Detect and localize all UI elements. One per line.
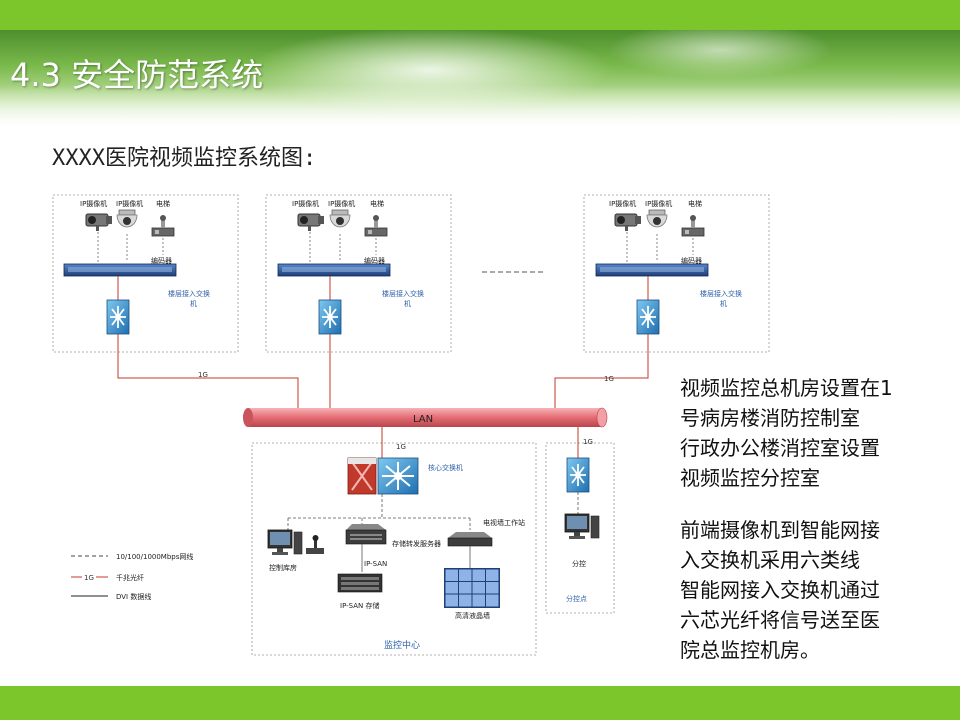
encoder-label: 编码器 <box>681 256 702 265</box>
monitor-center-box <box>251 442 537 656</box>
elevator-label: 电梯 <box>688 199 702 208</box>
description-line: 号病房楼消防控制室 <box>680 406 860 430</box>
header-fade <box>0 30 960 130</box>
encoder-icon <box>681 214 705 237</box>
link-1g-label: 1G <box>198 371 208 379</box>
encoder-icon <box>364 214 388 237</box>
fiber-switch-icon <box>106 299 130 335</box>
link-1g-label: 1G <box>583 438 593 446</box>
lan-backbone <box>243 407 608 428</box>
floor-switch-label: 楼层接入交换 <box>382 289 424 298</box>
ip-san-label: IP-SAN <box>364 560 387 568</box>
fiber-link-left <box>117 334 299 408</box>
ip-camera-label: IP摄像机 <box>292 199 319 208</box>
encoder-label: 编码器 <box>364 256 385 265</box>
link-1g-label: 1G <box>396 443 406 451</box>
hd-lcd-wall-label: 高清液晶墙 <box>455 611 490 620</box>
fiber-link-right <box>554 334 649 408</box>
fiber-switch-icon <box>566 457 590 493</box>
core-switch-icon <box>377 457 419 495</box>
tv-wall-workstation-label: 电视墙工作站 <box>483 518 525 527</box>
description-paragraph-2: 前端摄像机到智能网接 入交换机采用六类线 智能网接入交换机通过 六芯光纤将信号送… <box>680 515 950 665</box>
description-line: 前端摄像机到智能网接 <box>680 518 880 542</box>
ip-camera-label: IP摄像机 <box>328 199 355 208</box>
sub-control-box <box>545 442 615 614</box>
encoder-icon <box>151 214 175 237</box>
bullet-camera-icon <box>614 213 642 232</box>
floor-switch-label: 机 <box>190 299 197 308</box>
description-line: 视频监控总机房设置在1 <box>680 376 893 400</box>
joystick-icon <box>306 535 324 554</box>
description-line: 入交换机采用六类线 <box>680 548 860 572</box>
dome-camera-icon <box>646 209 668 228</box>
floor-switch-label: 楼层接入交换 <box>168 289 210 298</box>
access-switch-icon <box>277 263 391 277</box>
link-1g-label: 1G <box>604 375 614 383</box>
fiber-switch-icon <box>636 299 660 335</box>
top-accent-bar <box>0 0 960 30</box>
legend-dashed-label: 10/100/1000Mbps网线 <box>116 552 193 561</box>
floor-unit-box-1 <box>52 194 239 353</box>
description-line: 六芯光纤将信号送至医 <box>680 608 880 632</box>
legend-fiber-label: 千兆光纤 <box>116 573 144 582</box>
slide-subtitle: XXXX医院视频监控系统图: <box>52 146 317 171</box>
elevator-label: 电梯 <box>370 199 384 208</box>
floor-unit-box-3 <box>583 194 770 353</box>
access-switch-icon <box>63 263 177 277</box>
lan-label: LAN <box>413 414 433 425</box>
bottom-accent-bar <box>0 686 960 720</box>
fiber-switch-icon <box>318 299 342 335</box>
ip-camera-label: IP摄像机 <box>116 199 143 208</box>
ip-camera-label: IP摄像机 <box>80 199 107 208</box>
bullet-camera-icon <box>85 213 113 232</box>
ip-camera-label: IP摄像机 <box>645 199 672 208</box>
dome-camera-icon <box>329 209 351 228</box>
tv-wall-server-icon <box>447 532 493 547</box>
elevator-label: 电梯 <box>156 199 170 208</box>
legend-dvi-label: DVI 数据线 <box>116 592 151 601</box>
sub-control-point-label: 分控点 <box>566 594 587 603</box>
description-line: 院总监控机房。 <box>680 638 820 662</box>
access-switch-icon <box>595 263 709 277</box>
monitor-center-label: 监控中心 <box>384 639 420 651</box>
hd-lcd-wall-icon <box>444 568 500 608</box>
slide-title: 4.3 安全防范系统 <box>10 56 264 94</box>
description-line: 视频监控分控室 <box>680 466 820 490</box>
control-room-label: 控制库房 <box>269 563 297 572</box>
floor-switch-label: 楼层接入交换 <box>700 289 742 298</box>
ip-camera-label: IP摄像机 <box>609 199 636 208</box>
floor-switch-label: 机 <box>720 299 727 308</box>
sub-control-workstation-icon <box>564 513 600 540</box>
encoder-label: 编码器 <box>151 256 172 265</box>
description-line: 行政办公楼消控室设置 <box>680 436 880 460</box>
storage-server-icon <box>345 524 387 545</box>
sub-control-label: 分控 <box>572 559 586 568</box>
bullet-camera-icon <box>297 213 325 232</box>
storage-server-label: 存储转发服务器 <box>392 539 441 548</box>
control-workstation-icon <box>267 529 303 556</box>
floor-unit-box-2 <box>265 194 452 353</box>
dome-camera-icon <box>116 209 138 228</box>
legend: 10/100/1000Mbps网线 1G 千兆光纤 DVI 数据线 <box>71 552 193 601</box>
legend-fiber-mark: 1G <box>84 574 94 582</box>
firewall-icon <box>347 457 377 495</box>
core-switch-label: 核心交换机 <box>428 463 463 472</box>
ip-san-storage-icon <box>337 573 383 593</box>
ip-san-storage-label: IP-SAN 存储 <box>340 601 379 610</box>
description-paragraph-1: 视频监控总机房设置在1 号病房楼消防控制室 行政办公楼消控室设置 视频监控分控室 <box>680 373 950 493</box>
description-line: 智能网接入交换机通过 <box>680 578 880 602</box>
floor-switch-label: 机 <box>404 299 411 308</box>
